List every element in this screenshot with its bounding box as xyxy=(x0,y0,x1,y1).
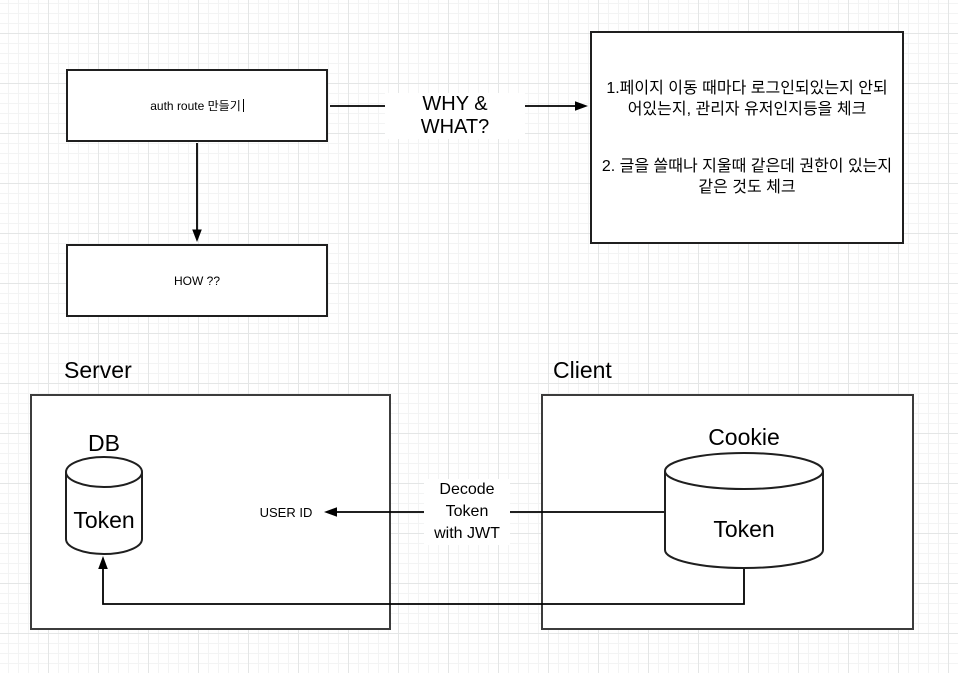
user-id-label[interactable]: USER ID xyxy=(253,505,319,520)
db-cylinder-label[interactable]: DB xyxy=(88,430,120,456)
notes-item-2: 2. 글을 쓸때나 지울때 같은데 권한이 있는지 같은 것도 체크 xyxy=(601,157,893,196)
server-title[interactable]: Server xyxy=(64,357,132,383)
auth-route-box-label: auth route 만들기 xyxy=(150,99,241,113)
text-cursor xyxy=(242,99,244,112)
db-token-label: Token xyxy=(73,507,135,533)
arrow-auth-to-how[interactable] xyxy=(192,143,202,242)
how-box[interactable]: HOW ?? xyxy=(66,244,328,317)
why-what-arrow-label[interactable]: WHY & WHAT? xyxy=(385,93,525,139)
client-title[interactable]: Client xyxy=(553,357,612,383)
decode-token-line3: with JWT xyxy=(434,525,500,542)
cookie-cylinder-label[interactable]: Cookie xyxy=(708,424,780,450)
notes-item-1: 1.페이지 이동 때마다 로그인되있는지 안되어있는지, 관리자 유저인지등을 … xyxy=(606,79,888,118)
decode-token-line1: Decode xyxy=(439,481,495,498)
how-box-label: HOW ?? xyxy=(173,273,220,288)
decode-token-label[interactable]: Decode Token with JWT xyxy=(424,479,510,545)
auth-route-box[interactable]: auth route 만들기 xyxy=(66,69,328,142)
why-what-notes-box[interactable]: 1.페이지 이동 때마다 로그인되있는지 안되어있는지, 관리자 유저인지등을 … xyxy=(590,31,904,244)
cookie-token-label: Token xyxy=(713,516,775,542)
decode-token-line2: Token xyxy=(445,503,489,520)
